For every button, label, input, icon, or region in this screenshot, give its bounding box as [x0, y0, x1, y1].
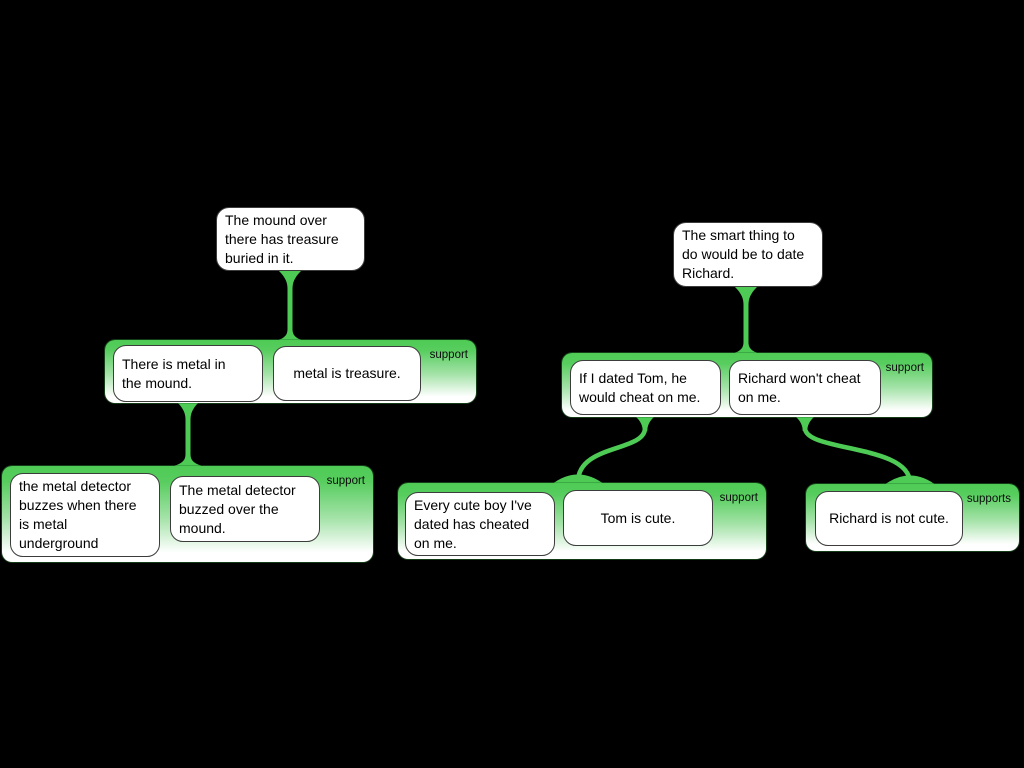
connector-tree1-claim-to-support[interactable]	[271, 271, 309, 343]
premise-box-richard-not-cute[interactable]: Richard is not cute.	[815, 491, 963, 546]
premise-box-richard-wont-cheat[interactable]: Richard won't cheat on me.	[729, 360, 881, 415]
premise-box-metal-in-mound[interactable]: There is metal in the mound.	[113, 345, 263, 402]
support-group-label: support	[885, 362, 924, 374]
claim-box-date-richard[interactable]: The smart thing to do would be to date R…	[673, 222, 823, 287]
support-group-detector[interactable]: support the metal detector buzzes when t…	[2, 466, 373, 562]
premise-box-tom-is-cute[interactable]: Tom is cute.	[563, 490, 713, 546]
claim-box-treasure[interactable]: The mound over there has treasure buried…	[216, 207, 365, 271]
support-group-label: support	[326, 475, 365, 487]
premise-box-metal-is-treasure[interactable]: metal is treasure.	[273, 346, 421, 401]
support-group-cute-boys[interactable]: support Every cute boy I've dated has ch…	[398, 483, 766, 559]
premise-box-tom-would-cheat[interactable]: If I dated Tom, he would cheat on me.	[570, 360, 721, 415]
support-group-label: support	[429, 349, 468, 361]
premise-box-detector-buzzed[interactable]: The metal detector buzzed over the mound…	[170, 476, 320, 542]
support-group-label: support	[719, 492, 758, 504]
connector-tree2-claim-to-support[interactable]	[727, 287, 765, 356]
support-group-cheating[interactable]: support If I dated Tom, he would cheat o…	[562, 353, 932, 417]
connector-tree2-richard-to-support[interactable]	[794, 415, 937, 486]
support-group-metal[interactable]: support There is metal in the mound. met…	[105, 340, 476, 403]
connector-tree2-tom-to-support[interactable]	[551, 415, 656, 485]
premise-box-detector-buzzes[interactable]: the metal detector buzzes when there is …	[10, 473, 160, 557]
support-group-label: supports	[966, 493, 1011, 505]
premise-box-cute-boys-cheated[interactable]: Every cute boy I've dated has cheated on…	[405, 492, 555, 556]
connector-tree1-premise-to-support[interactable]	[169, 402, 207, 468]
support-group-richard-not-cute[interactable]: supports Richard is not cute.	[806, 484, 1019, 551]
